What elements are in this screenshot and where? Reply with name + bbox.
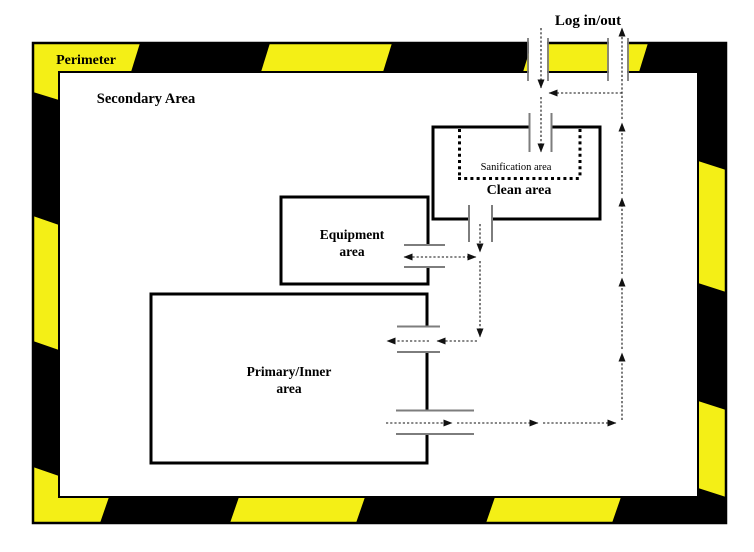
primary-inner-area-box xyxy=(149,292,429,465)
hazard-stripe-yellow xyxy=(33,497,109,523)
equipment-area-opening xyxy=(424,245,432,267)
equipment-area-label-line2: area xyxy=(339,244,364,259)
equipment-area-box xyxy=(279,195,430,286)
primary-inner-area-label-line1: Primary/Inner xyxy=(247,364,332,379)
log-in-out-label: Log in/out xyxy=(555,13,621,29)
primary-area-upper-opening xyxy=(423,327,431,351)
hazard-stripe-yellow xyxy=(33,216,59,350)
primary-area-lower-opening xyxy=(423,411,431,433)
perimeter-outer-edge xyxy=(31,41,728,525)
clean-area-label: Clean area xyxy=(487,183,552,198)
hazard-stripe-yellow xyxy=(261,43,392,72)
gate-opening xyxy=(609,38,627,81)
hazard-stripe-yellow xyxy=(698,401,726,497)
interior-gate-jambs xyxy=(396,113,553,435)
gate-opening xyxy=(529,38,547,81)
primary-inner-area-label-line2: area xyxy=(276,381,301,396)
hazard-stripe-yellow xyxy=(33,43,59,100)
flow-arrows xyxy=(386,27,626,427)
hazard-stripes xyxy=(33,43,726,523)
hazard-stripe-yellow xyxy=(486,497,621,523)
gate-jambs xyxy=(527,38,629,81)
perimeter-gates xyxy=(527,38,629,81)
perimeter-label: Perimeter xyxy=(56,53,116,68)
hazard-stripe-yellow xyxy=(698,161,726,292)
hazard-stripe-yellow xyxy=(230,497,365,523)
sanification-area-dotted-box xyxy=(458,129,582,180)
sanification-area-label: Sanification area xyxy=(481,162,552,173)
secondary-area-label: Secondary Area xyxy=(97,91,196,107)
clean-area-bottom-opening xyxy=(469,215,492,224)
equipment-area-label-line1: Equipment xyxy=(320,227,385,242)
